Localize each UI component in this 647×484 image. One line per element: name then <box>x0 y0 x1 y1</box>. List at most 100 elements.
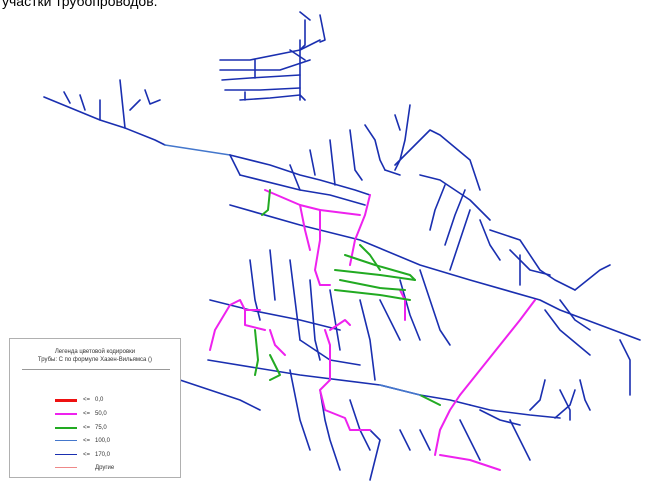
pipe-segment[interactable] <box>529 379 546 411</box>
pipe-segment[interactable] <box>489 229 541 271</box>
pipe-segment[interactable] <box>619 339 631 396</box>
pipe-segment[interactable] <box>469 404 561 419</box>
pipe-segment[interactable] <box>229 154 371 196</box>
pipe-segment[interactable] <box>334 289 411 301</box>
pipe-segment[interactable] <box>207 359 471 406</box>
pipe-segment[interactable] <box>63 91 71 104</box>
pipe-segment[interactable] <box>239 174 366 206</box>
legend-value-1: 0,0 <box>95 397 104 403</box>
pipe-segment[interactable] <box>261 189 271 216</box>
pipe-segment[interactable] <box>349 129 363 181</box>
pipe-segment[interactable] <box>379 384 421 396</box>
pipe-segment[interactable] <box>299 11 311 21</box>
pipe-segment[interactable] <box>249 259 261 321</box>
pipe-segment[interactable] <box>329 319 351 331</box>
pipe-segment[interactable] <box>384 169 401 176</box>
pipe-segment[interactable] <box>319 14 326 43</box>
pipe-segment[interactable] <box>269 249 276 301</box>
pipe-segment[interactable] <box>359 244 381 271</box>
pipe-segment[interactable] <box>459 299 536 396</box>
pipe-segment[interactable] <box>179 379 261 411</box>
pipe-segment[interactable] <box>244 309 266 331</box>
pipe-segment[interactable] <box>349 194 371 266</box>
pipe-segment[interactable] <box>329 139 336 186</box>
legend-item-4: <= 100,0 <box>55 436 175 446</box>
legend-item-6: Другие <box>55 463 175 473</box>
legend-op-4: <= <box>83 438 91 444</box>
pipe-segment[interactable] <box>289 369 311 451</box>
pipe-segment[interactable] <box>221 74 301 81</box>
pipe-segment[interactable] <box>559 389 571 421</box>
pipe-segment[interactable] <box>339 279 406 291</box>
pipe-segment[interactable] <box>419 269 451 346</box>
pipe-segment[interactable] <box>394 114 401 131</box>
pipe-segment[interactable] <box>289 49 306 61</box>
legend-swatch-3 <box>55 427 77 429</box>
color-legend: Легенда цветовой кодировки Трубы: С по ф… <box>9 338 181 478</box>
pipe-segment[interactable] <box>119 79 126 129</box>
pipe-segment[interactable] <box>399 279 421 341</box>
pipe-segment[interactable] <box>269 354 281 381</box>
pipe-segment[interactable] <box>479 219 501 261</box>
pipe-segment[interactable] <box>554 389 576 419</box>
pipe-segment[interactable] <box>509 249 551 276</box>
pipe-segment[interactable] <box>264 189 361 216</box>
pipe-segment[interactable] <box>479 409 521 426</box>
pipe-segment[interactable] <box>289 259 301 341</box>
pipe-segment[interactable] <box>369 429 381 481</box>
pipe-segment[interactable] <box>539 269 576 291</box>
pipe-segment[interactable] <box>43 96 166 146</box>
pipe-segment[interactable] <box>394 129 481 191</box>
pipe-segment[interactable] <box>344 254 416 281</box>
pipe-segment[interactable] <box>164 144 231 156</box>
legend-title-line1: Легенда цветовой кодировки <box>54 349 136 355</box>
pipe-segment[interactable] <box>289 164 301 191</box>
pipe-segment[interactable] <box>394 104 411 171</box>
pipe-segment[interactable] <box>419 394 441 406</box>
pipe-segment[interactable] <box>309 149 316 176</box>
pipe-segment[interactable] <box>129 99 141 111</box>
pipe-segment[interactable] <box>269 329 286 356</box>
pipe-segment[interactable] <box>314 209 331 286</box>
legend-swatch-1 <box>55 399 77 402</box>
pipe-segment[interactable] <box>379 299 401 341</box>
pipe-segment[interactable] <box>239 94 306 101</box>
pipe-segment[interactable] <box>144 89 161 105</box>
pipe-segment[interactable] <box>299 204 311 251</box>
legend-swatch-4 <box>55 440 77 441</box>
pipe-segment[interactable] <box>209 299 261 351</box>
pipe-segment[interactable] <box>334 269 416 281</box>
pipe-segment[interactable] <box>444 189 466 246</box>
pipe-segment[interactable] <box>559 299 591 331</box>
pipe-segment[interactable] <box>429 184 446 231</box>
pipe-segment[interactable] <box>319 329 371 431</box>
pipe-segment[interactable] <box>349 399 371 451</box>
pipe-segment[interactable] <box>439 454 501 471</box>
pipe-segment[interactable] <box>299 19 306 51</box>
pipe-segment[interactable] <box>579 379 591 411</box>
pipe-segment[interactable] <box>574 264 611 291</box>
pipe-segment[interactable] <box>509 419 531 461</box>
pipe-segment[interactable] <box>544 309 591 356</box>
legend-title: Легенда цветовой кодировки Трубы: С по ф… <box>10 348 180 364</box>
pipe-segment[interactable] <box>434 394 461 456</box>
pipe-segment[interactable] <box>229 154 241 176</box>
pipe-segment[interactable] <box>399 429 411 451</box>
pipe-segment[interactable] <box>319 389 341 471</box>
pipe-segment[interactable] <box>459 419 481 461</box>
pipe-segment[interactable] <box>309 279 321 361</box>
legend-swatch-6 <box>55 467 77 468</box>
pipe-segment[interactable] <box>219 39 321 61</box>
pipe-segment[interactable] <box>359 299 376 381</box>
pipe-segment[interactable] <box>364 124 386 171</box>
pipe-segment[interactable] <box>224 87 301 91</box>
legend-value-6: Другие <box>95 465 115 471</box>
map-caption: участки трубопроводов. <box>2 0 158 9</box>
pipe-segment[interactable] <box>329 289 341 351</box>
pipe-segment[interactable] <box>79 94 86 111</box>
pipe-segment[interactable] <box>219 59 311 71</box>
pipe-segment[interactable] <box>254 329 259 376</box>
pipe-segment[interactable] <box>419 429 431 451</box>
pipe-segment[interactable] <box>449 209 471 271</box>
